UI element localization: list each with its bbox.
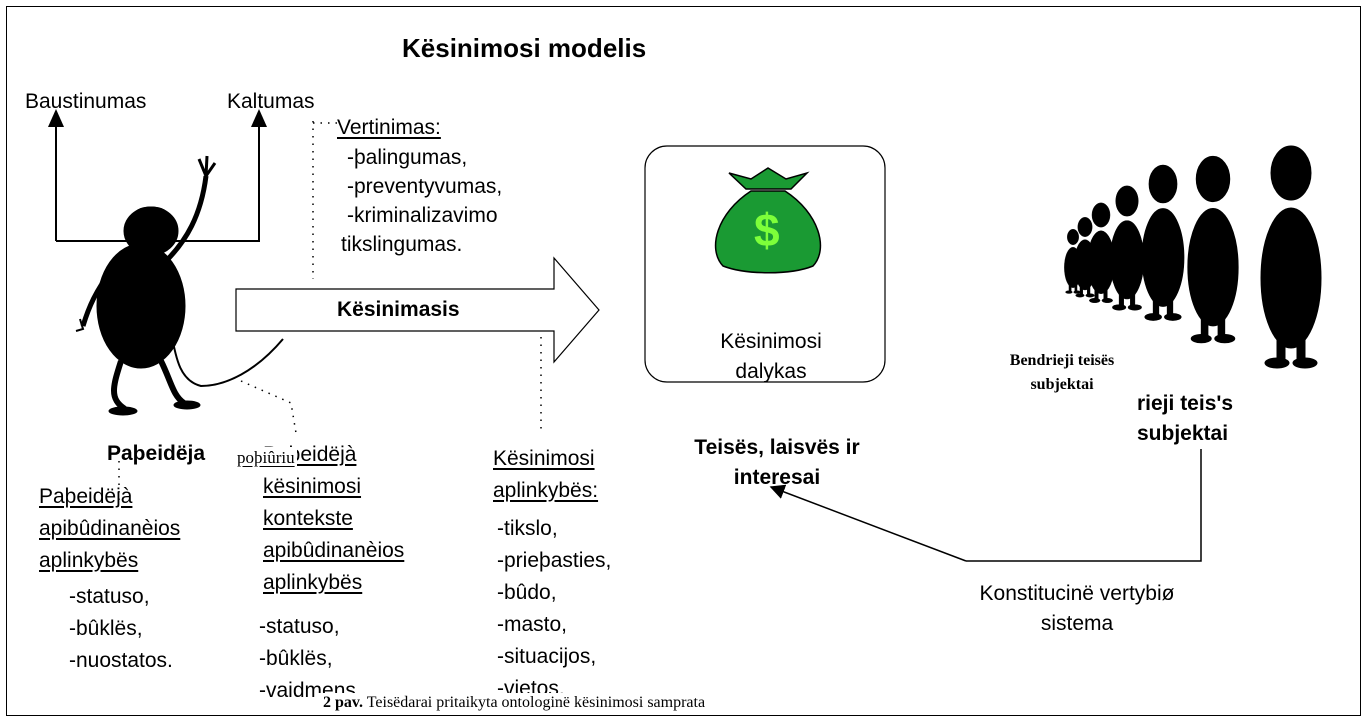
offender-circumstances-list: -statuso, -bûklës, -nuostatos. [69, 581, 173, 677]
heading-line: kësinimosi [263, 475, 362, 498]
evaluation-heading: Vertinimas: [337, 116, 441, 139]
heading-line: Paþeidëjà [39, 485, 133, 508]
dotted-connectors [118, 121, 542, 501]
rights-label-line: Teisës, laisvës ir [694, 436, 860, 459]
caption-number: 2 pav. [323, 694, 364, 711]
constitutional-label: Konstitucinë vertybiø sistema [947, 579, 1207, 639]
heading-line: Kësinimosi [493, 447, 595, 470]
punishability-guilt-bracket [55, 113, 260, 242]
offender-figure [75, 155, 284, 416]
list-item: -situacijos, [497, 645, 597, 668]
list-item: -masto, [497, 613, 568, 636]
rights-label: Teisës, laisvës ir interesai [657, 433, 897, 493]
evaluation-item: -kriminalizavimo [347, 204, 498, 227]
evaluation-item: -þalingumas, [347, 146, 468, 169]
attempt-circumstances-heading: Kësinimosi aplinkybës: [493, 443, 598, 507]
figure-caption: 2 pav. Teisëdarai pritaikyta ontologinë … [317, 693, 712, 715]
heading-line: apibûdinanèios [39, 517, 181, 540]
money-bag-icon [714, 167, 822, 274]
rights-label-line: interesai [733, 466, 821, 489]
heading-line: kontekste [263, 507, 353, 530]
heading-line: aplinkybës [263, 571, 363, 594]
caption-text: Teisëdarai pritaikyta ontologinë kësinim… [366, 694, 706, 711]
offender-overlay-label: poþiûriu [235, 447, 297, 469]
heading-line: apibûdinanèios [263, 539, 405, 562]
offender-circumstances-heading: Paþeidëjà apibûdinanèios aplinkybës [39, 481, 180, 577]
object-label-line: dalykas [735, 360, 807, 383]
punishability-label: Baustinumas [25, 90, 147, 113]
list-item: -statuso, [259, 615, 340, 638]
list-item: -bûdo, [497, 581, 557, 604]
heading-line: aplinkybës: [493, 479, 599, 502]
list-item: -statuso, [69, 585, 150, 608]
constitutional-line: Konstitucinë vertybiø [979, 582, 1175, 605]
subjects-bold-line2: subjektai [1137, 422, 1229, 445]
guilt-label: Kaltumas [227, 90, 315, 113]
guilt-arrowhead [251, 109, 267, 127]
list-item: -nuostatos. [69, 649, 173, 672]
diagram-title: Kësinimosi modelis [402, 33, 647, 63]
constitution-connector [966, 449, 1202, 562]
punishability-arrowhead [48, 109, 64, 127]
evaluation-list: -þalingumas, -preventyvumas, -kriminaliz… [341, 143, 502, 259]
list-item: -bûklës, [69, 617, 143, 640]
attempt-arrow-label: Kësinimasis [337, 298, 460, 321]
list-item: -tikslo, [497, 517, 558, 540]
evaluation-item: -preventyvumas, [347, 175, 503, 198]
diagram-artwork [48, 109, 1322, 562]
list-item: -bûklës, [259, 647, 333, 670]
figure-frame: Kësinimosi modelis Baustinumas Kaltumas … [6, 6, 1361, 716]
evaluation-item: tikslingumas. [341, 233, 463, 256]
subjects-crowd [1064, 145, 1322, 369]
list-item: -prieþasties, [497, 549, 612, 572]
subjects-overlay-label: Bendrieji teisës subjektai [997, 349, 1127, 397]
offender-label: Paþeidëja [107, 442, 206, 465]
heading-line: aplinkybës [39, 549, 139, 572]
object-label-line: Kësinimosi [720, 330, 822, 353]
attempt-circumstances-list: -tikslo, -prieþasties, -bûdo, -masto, -s… [497, 513, 611, 705]
dollar-icon: $ [754, 204, 780, 256]
constitution-arrow [769, 484, 967, 562]
subjects-bold-line1: rieji teis's [1137, 392, 1234, 415]
attempt-arrow [235, 256, 600, 364]
object-label: Kësinimosi dalykas [651, 327, 891, 387]
constitutional-line: sistema [1040, 612, 1114, 635]
